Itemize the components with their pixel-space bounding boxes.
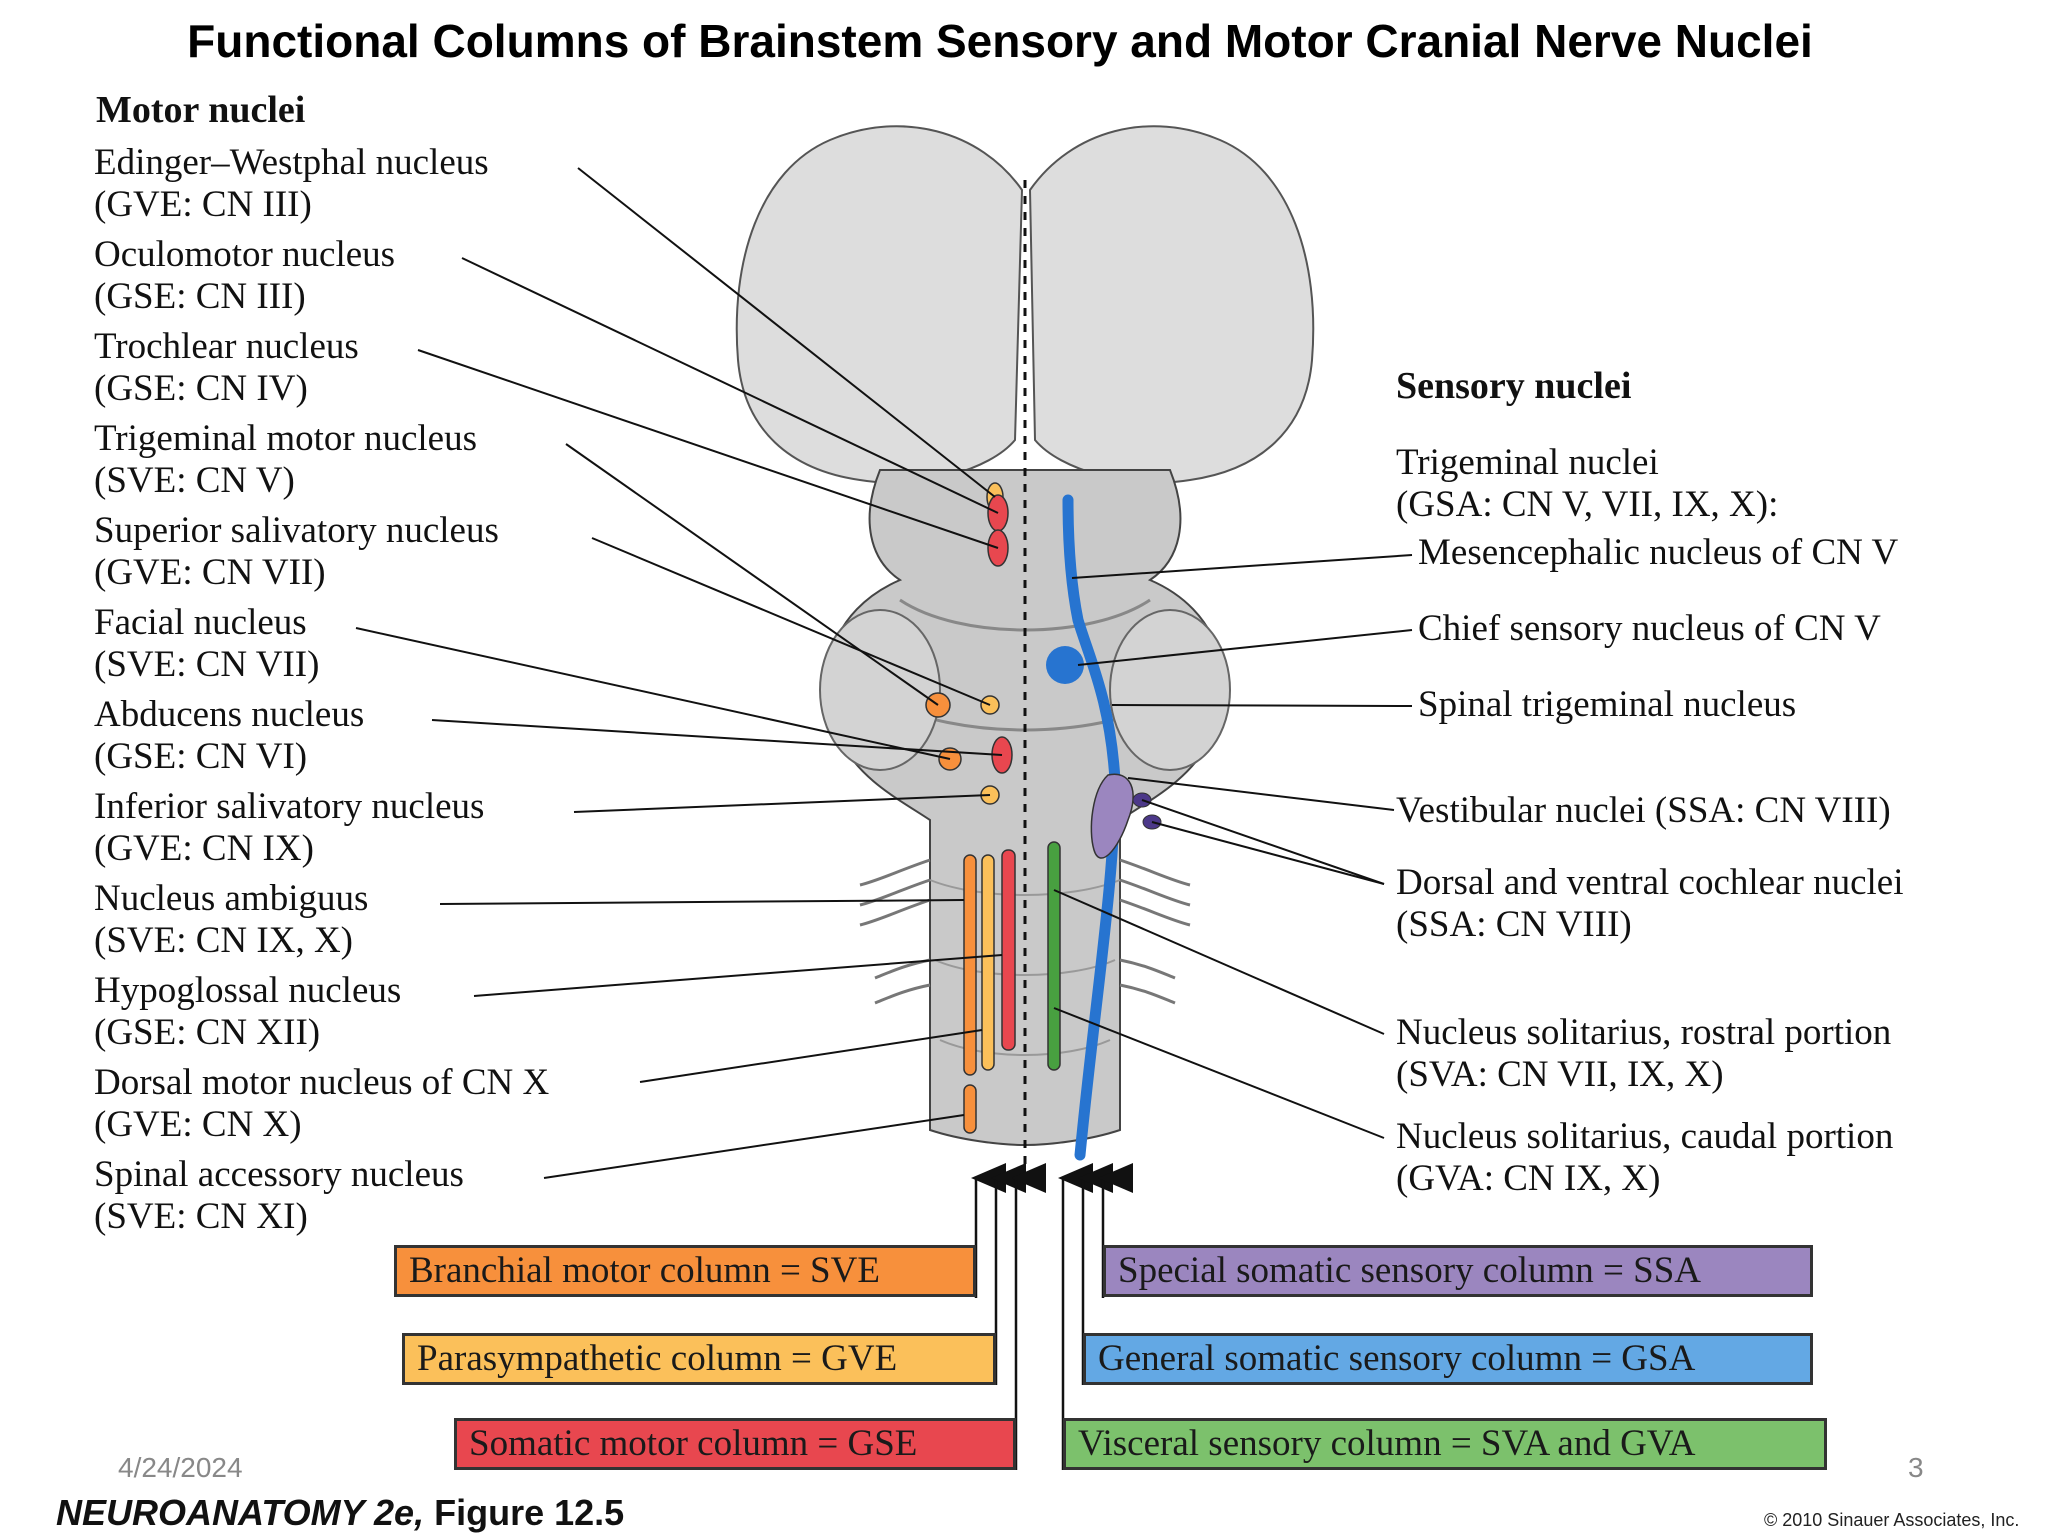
- motor-leader-lines: [355, 167, 1003, 1179]
- book-title: NEUROANATOMY 2e,: [56, 1492, 425, 1533]
- legend-parasympathetic: Parasympathetic column = GVE: [402, 1333, 996, 1385]
- label-mesencephalic: Mesencephalic nucleus of CN V: [1418, 532, 1899, 573]
- figure-caption: NEUROANATOMY 2e, Figure 12.5: [56, 1492, 624, 1534]
- spinal-accessory-column: [963, 1084, 977, 1134]
- slide-number: 3: [1908, 1452, 1924, 1483]
- legend-branchial-motor: Branchial motor column = SVE: [394, 1245, 976, 1297]
- label-dorsal-motor-x: Dorsal motor nucleus of CN X(GVE: CN X): [94, 1062, 550, 1145]
- right-hemisphere: [1028, 125, 1315, 484]
- label-spinal-trigeminal: Spinal trigeminal nucleus: [1418, 684, 1797, 725]
- label-hypoglossal: Hypoglossal nucleus(GSE: CN XII): [94, 970, 402, 1053]
- label-facial: Facial nucleus(SVE: CN VII): [94, 602, 320, 685]
- label-solitarius-rostral: Nucleus solitarius, rostral portion(SVA:…: [1396, 1012, 1892, 1095]
- sensory-nuclei-heading: Sensory nuclei: [1396, 365, 1632, 407]
- label-trochlear: Trochlear nucleus(GSE: CN IV): [94, 326, 359, 409]
- sensory-leader-lines: [1053, 554, 1413, 1139]
- hypoglossal-column: [1001, 849, 1016, 1051]
- label-spinal-accessory: Spinal accessory nucleus(SVE: CN XI): [94, 1154, 464, 1237]
- label-solitarius-caudal: Nucleus solitarius, caudal portion(GVA: …: [1396, 1116, 1894, 1199]
- label-trigeminal-nuclei: Trigeminal nuclei(GSA: CN V, VII, IX, X)…: [1396, 442, 1779, 525]
- label-oculomotor: Oculomotor nucleus(GSE: CN III): [94, 234, 396, 317]
- vestibular-marker: [1090, 773, 1134, 859]
- sensory-nuclei-markers: [1046, 494, 1162, 1161]
- slide-title: Functional Columns of Brainstem Sensory …: [187, 15, 1813, 67]
- label-chief-sensory: Chief sensory nucleus of CN V: [1418, 608, 1881, 649]
- legend-general-somatic-sensory: General somatic sensory column = GSA: [1083, 1333, 1813, 1385]
- label-cochlear: Dorsal and ventral cochlear nuclei(SSA: …: [1396, 862, 1904, 945]
- chief-sensory-marker: [1046, 646, 1084, 684]
- label-inferior-salivatory: Inferior salivatory nucleus(GVE: CN IX): [94, 786, 485, 869]
- label-vestibular: Vestibular nuclei (SSA: CN VIII): [1396, 790, 1891, 831]
- label-trigeminal-motor: Trigeminal motor nucleus(SVE: CN V): [94, 418, 477, 501]
- solitarius-column: [1047, 841, 1061, 1071]
- left-hemisphere: [735, 125, 1024, 484]
- copyright-notice: © 2010 Sinauer Associates, Inc.: [1764, 1510, 2020, 1530]
- motor-nuclei-markers: [925, 482, 1016, 1134]
- motor-nuclei-heading: Motor nuclei: [96, 89, 306, 131]
- label-edinger-westphal: Edinger–Westphal nucleus(GVE: CN III): [94, 142, 489, 225]
- label-nucleus-ambiguus: Nucleus ambiguus(SVE: CN IX, X): [94, 878, 369, 961]
- label-abducens: Abducens nucleus(GSE: CN VI): [94, 694, 365, 777]
- trigeminal-column: [1062, 494, 1121, 1161]
- dorsal-motor-x-column: [981, 854, 995, 1071]
- figure-number: Figure 12.5: [434, 1492, 625, 1533]
- legend-visceral-sensory: Visceral sensory column = SVA and GVA: [1063, 1418, 1827, 1470]
- legend-somatic-motor: Somatic motor column = GSE: [454, 1418, 1016, 1470]
- legend-special-somatic-sensory: Special somatic sensory column = SSA: [1103, 1245, 1813, 1297]
- slide-date: 4/24/2024: [118, 1452, 243, 1483]
- nucleus-ambiguus-column: [963, 854, 977, 1076]
- label-superior-salivatory: Superior salivatory nucleus(GVE: CN VII): [94, 510, 499, 593]
